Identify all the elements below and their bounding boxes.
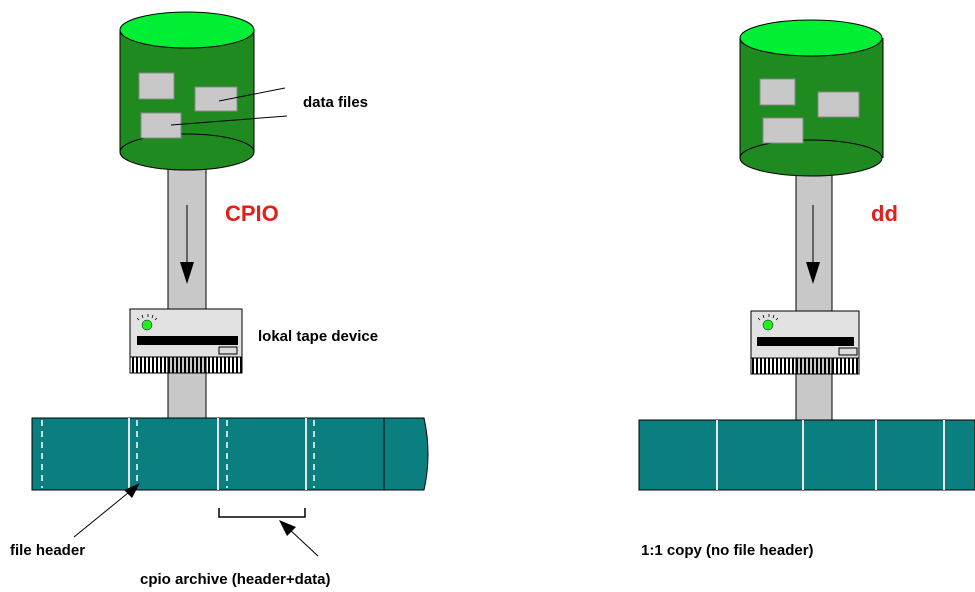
copy-label: 1:1 copy (no file header) (641, 542, 814, 559)
right-pipe (795, 157, 833, 424)
data-files-pointer-2 (170, 115, 288, 126)
tape-strip-icon (638, 419, 975, 491)
arrow-icon (806, 205, 820, 284)
left-panel: data files CPIO lokal tape device (10, 11, 429, 588)
tape-device-label: lokal tape device (258, 328, 378, 345)
led-icon (762, 319, 774, 331)
file-header-arrow (73, 483, 140, 538)
tape-drive-icon (750, 310, 860, 375)
disk-cylinder-icon (739, 19, 884, 177)
tape-drive-icon (129, 308, 243, 374)
file-header-label: file header (10, 542, 85, 559)
archive-label: cpio archive (header+data) (140, 571, 331, 588)
led-icon (141, 319, 153, 331)
data-files-label: data files (303, 94, 368, 111)
arrow-icon (180, 205, 194, 284)
data-files-pointer-1 (218, 87, 286, 102)
dd-label: dd (871, 201, 898, 226)
disk-cylinder-icon (119, 11, 255, 171)
tape-strip-icon (31, 417, 429, 491)
archive-arrow (279, 520, 319, 557)
left-pipe (167, 149, 207, 423)
cpio-label: CPIO (225, 201, 279, 226)
right-panel: dd 1 (638, 19, 975, 559)
archive-bracket (218, 508, 306, 518)
